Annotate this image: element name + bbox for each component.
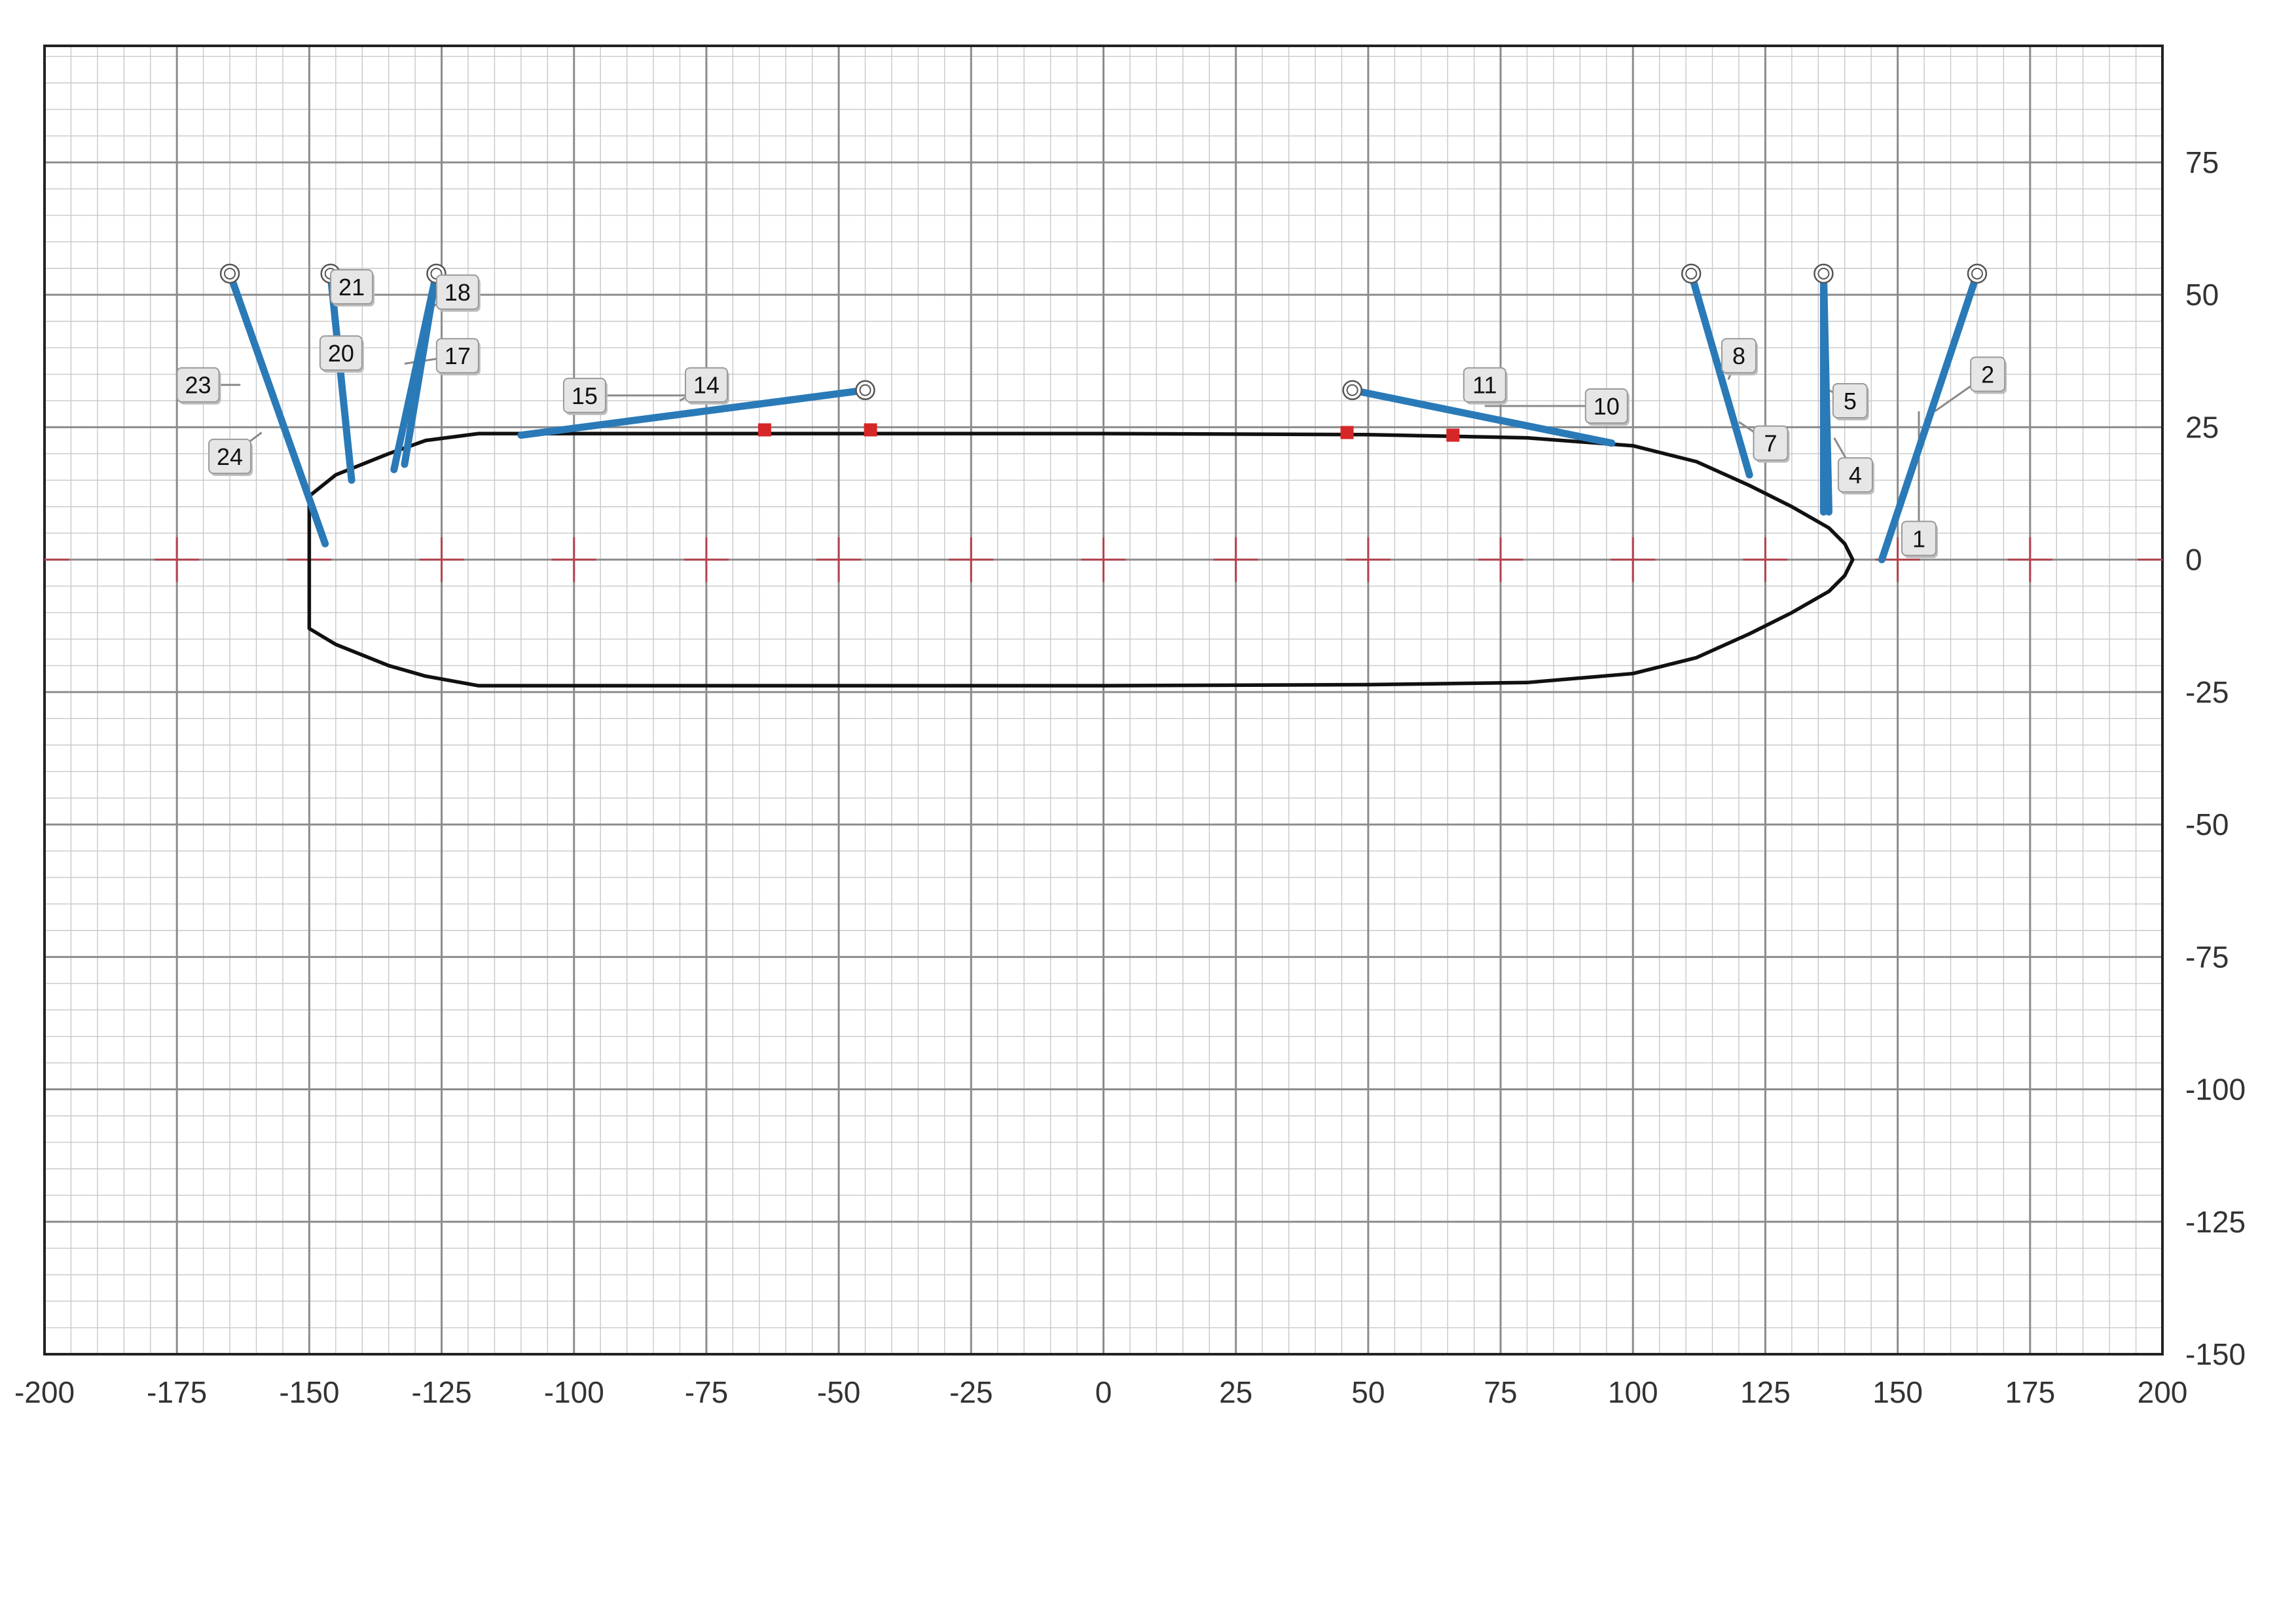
label-badge bbox=[562, 377, 606, 413]
label-badge-text: 20 bbox=[328, 340, 354, 367]
mooring-line bbox=[226, 270, 329, 547]
x-tick-label: 175 bbox=[2005, 1375, 2055, 1409]
label-badge bbox=[1753, 425, 1789, 461]
fairlead-marker bbox=[1446, 428, 1460, 442]
y-tick-label: -150 bbox=[2185, 1337, 2246, 1371]
mooring-line bbox=[1819, 270, 1832, 516]
x-tick-label: -125 bbox=[412, 1375, 472, 1409]
label-badge-text: 1 bbox=[1912, 525, 1925, 552]
mooring-line bbox=[1878, 270, 1981, 564]
x-tick-label: -75 bbox=[685, 1375, 728, 1409]
anchor-ring-inner bbox=[1346, 384, 1358, 396]
anchor-ring bbox=[1813, 263, 1834, 284]
label-badge bbox=[1901, 521, 1937, 557]
label-badge-text: 24 bbox=[217, 443, 243, 470]
label-badge-text: 7 bbox=[1764, 430, 1777, 457]
label-badge-text: 11 bbox=[1472, 372, 1497, 399]
y-tick-label: -100 bbox=[2185, 1073, 2246, 1107]
y-axis-ticks: 75 50 25 0 -25 -50 -75 -100 -125 -150 bbox=[2185, 145, 2246, 1371]
x-tick-label: 25 bbox=[1219, 1375, 1252, 1409]
y-tick-label: 50 bbox=[2185, 278, 2219, 312]
fairlead-marker bbox=[864, 423, 877, 437]
label-badge bbox=[435, 338, 479, 374]
x-tick-label: 200 bbox=[2138, 1375, 2188, 1409]
x-tick-label: 50 bbox=[1351, 1375, 1385, 1409]
y-tick-label: -50 bbox=[2185, 807, 2229, 841]
label-badge bbox=[1463, 367, 1506, 403]
anchor-ring-inner bbox=[1685, 267, 1698, 280]
anchor-ring-inner bbox=[1817, 267, 1830, 280]
label-badge-text: 17 bbox=[445, 342, 471, 369]
x-tick-label: -150 bbox=[279, 1375, 339, 1409]
anchor-ring bbox=[855, 380, 875, 401]
mooring-line bbox=[517, 386, 869, 439]
label-badge bbox=[1721, 338, 1757, 374]
label-badge bbox=[1970, 356, 2006, 392]
anchor-ring bbox=[1681, 263, 1702, 284]
label-badge-text: 23 bbox=[185, 372, 211, 399]
label-badge bbox=[1584, 388, 1628, 424]
label-badge bbox=[1837, 457, 1873, 493]
plot-frame bbox=[43, 45, 2164, 1356]
fairlead-marker bbox=[757, 423, 771, 437]
mooring-line bbox=[327, 270, 355, 484]
label-badge bbox=[1832, 382, 1868, 418]
mooring-line bbox=[1687, 270, 1753, 479]
x-tick-label: -25 bbox=[949, 1375, 993, 1409]
label-badge-text: 14 bbox=[693, 372, 720, 399]
x-tick-label: -175 bbox=[147, 1375, 207, 1409]
x-axis-ticks: -200 -175 -150 -125 -100 -75 -50 -25 0 25 50 75 100 1… bbox=[14, 1375, 2187, 1409]
y-tick-label: 0 bbox=[2185, 543, 2202, 577]
mooring-line bbox=[1349, 386, 1616, 447]
hull-outline bbox=[307, 432, 1855, 688]
y-tick-label: -125 bbox=[2185, 1205, 2246, 1239]
x-tick-label: 150 bbox=[1872, 1375, 1923, 1409]
anchor-ring-inner bbox=[859, 384, 871, 396]
label-badge-text: 15 bbox=[572, 382, 598, 409]
y-tick-label: 25 bbox=[2185, 410, 2219, 444]
x-tick-label: 75 bbox=[1484, 1375, 1517, 1409]
label-badge bbox=[319, 335, 363, 371]
label-badge-text: 4 bbox=[1849, 462, 1862, 489]
label-badge-text: 8 bbox=[1732, 342, 1745, 369]
x-tick-label: -200 bbox=[14, 1375, 75, 1409]
label-badge-text: 21 bbox=[338, 274, 365, 301]
x-tick-label: -50 bbox=[817, 1375, 860, 1409]
x-tick-label: -100 bbox=[544, 1375, 604, 1409]
label-badge-text: 18 bbox=[445, 279, 471, 306]
fairlead-markers bbox=[757, 423, 1460, 442]
fairlead-marker bbox=[1340, 426, 1354, 439]
label-badge bbox=[208, 438, 252, 474]
x-tick-label: 0 bbox=[1095, 1375, 1112, 1409]
y-tick-label: 75 bbox=[2185, 145, 2219, 179]
label-badge bbox=[176, 367, 220, 403]
anchor-ring bbox=[1342, 380, 1362, 401]
label-badge bbox=[330, 269, 374, 305]
anchor-ring bbox=[1967, 263, 1988, 284]
label-badge bbox=[435, 274, 479, 310]
anchor-ring-inner bbox=[224, 267, 236, 280]
mooring-lines bbox=[226, 270, 1981, 564]
label-badge-text: 2 bbox=[1981, 361, 1994, 388]
x-tick-label: 100 bbox=[1608, 1375, 1658, 1409]
mooring-line bbox=[401, 270, 440, 468]
x-tick-label: 125 bbox=[1740, 1375, 1791, 1409]
label-badge bbox=[684, 367, 728, 403]
y-tick-label: -75 bbox=[2185, 940, 2229, 974]
label-badge-text: 5 bbox=[1844, 388, 1857, 415]
label-badge-text: 10 bbox=[1594, 393, 1620, 420]
anchor-ring-inner bbox=[1971, 267, 1983, 280]
anchor-ring bbox=[219, 263, 240, 284]
y-tick-label: -25 bbox=[2185, 675, 2229, 709]
